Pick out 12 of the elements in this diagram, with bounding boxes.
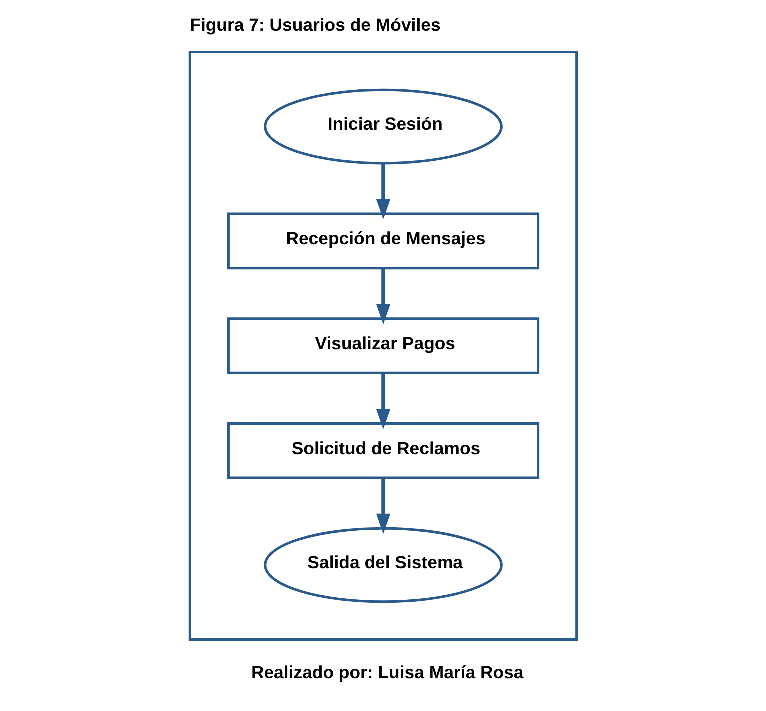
caption: Realizado por: Luisa María Rosa (250, 662, 524, 683)
node-box: Solicitud de Reclamos (226, 422, 540, 480)
arrow (376, 163, 390, 220)
node-ellipse: Iniciar Sesión (264, 88, 502, 165)
diagram-title: Figura 7: Usuarios de Móviles (190, 15, 440, 35)
arrow (376, 478, 390, 534)
arrow (376, 268, 390, 325)
node-ellipse: Salida del Sistema (264, 527, 502, 604)
node-box: Recepción de Mensajes (226, 212, 540, 270)
cluster (188, 50, 578, 642)
arrow (376, 374, 390, 430)
node-box: Visualizar Pagos (226, 318, 540, 374)
